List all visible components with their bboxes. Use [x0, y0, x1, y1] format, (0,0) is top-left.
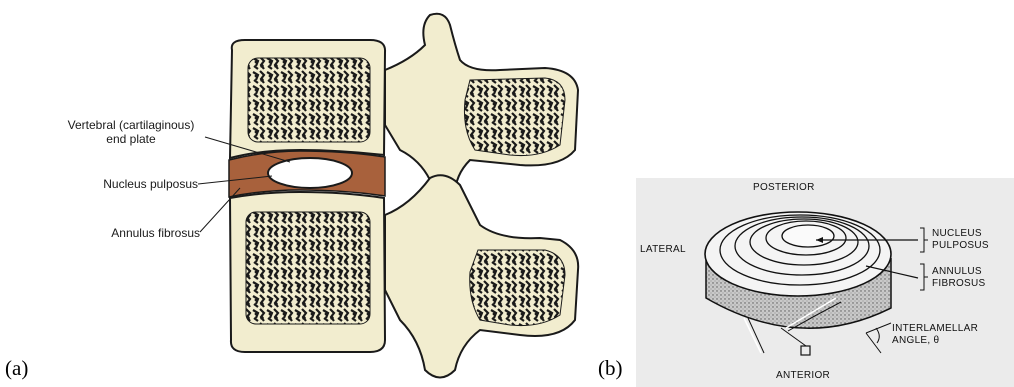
label-nucleus-pulposus-b: NUCLEUS PULPOSUS: [932, 228, 989, 252]
label-nucleus-pulposus: Nucleus pulposus: [86, 177, 198, 191]
label-annulus-line1: ANNULUS: [932, 266, 986, 278]
label-lateral: LATERAL: [640, 244, 686, 256]
nucleus-pulposus-shape: [268, 158, 352, 188]
label-posterior: POSTERIOR: [753, 182, 815, 194]
spine-segment-drawing: [0, 0, 600, 387]
label-nucleus-line2: PULPOSUS: [932, 240, 989, 252]
label-anterior: ANTERIOR: [776, 370, 830, 382]
label-annulus-line2: FIBROSUS: [932, 278, 986, 290]
label-angle-line1: INTERLAMELLAR: [892, 323, 978, 335]
panel-b-tag: (b): [598, 356, 623, 381]
label-end-plate: Vertebral (cartilaginous) end plate: [56, 118, 206, 146]
label-angle-line2: ANGLE, θ: [892, 335, 978, 347]
label-annulus-fibrosus-b: ANNULUS FIBROSUS: [932, 266, 986, 290]
label-interlamellar-angle: INTERLAMELLAR ANGLE, θ: [892, 323, 978, 347]
panel-a-tag: (a): [5, 356, 28, 381]
label-end-plate-line1: Vertebral (cartilaginous): [56, 118, 206, 132]
label-annulus-fibrosus: Annulus fibrosus: [90, 226, 200, 240]
disc-lamellae-figure: POSTERIOR LATERAL NUCLEUS PULPOSUS ANNUL…: [636, 178, 1014, 387]
spine-segment-figure: Vertebral (cartilaginous) end plate Nucl…: [0, 0, 600, 387]
label-nucleus-line1: NUCLEUS: [932, 228, 989, 240]
label-end-plate-line2: end plate: [56, 132, 206, 146]
